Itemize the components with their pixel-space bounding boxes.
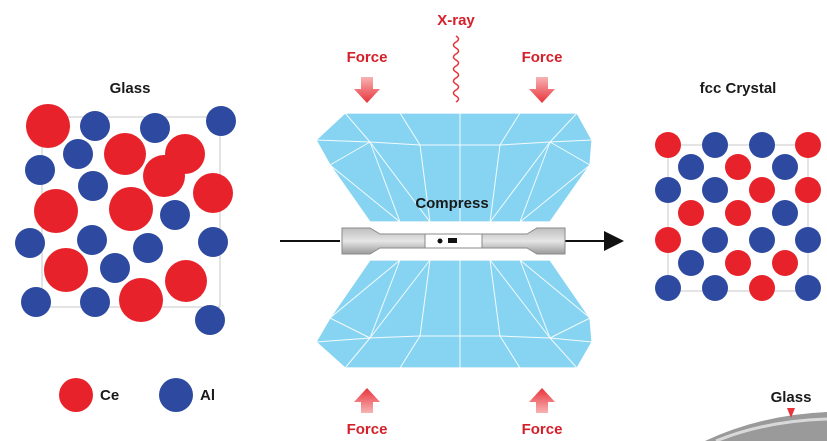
ce-atom <box>165 260 207 302</box>
compress-label: Compress <box>415 195 488 212</box>
al-atom <box>702 132 728 158</box>
ce-atom <box>795 132 821 158</box>
ce-atom <box>772 250 798 276</box>
glass-structure: Glass <box>15 80 236 335</box>
legend-ce-swatch <box>59 378 93 412</box>
crystal-cell-frame <box>667 144 809 292</box>
al-atom <box>15 228 45 258</box>
al-atom <box>63 139 93 169</box>
force-top-right: Force <box>522 49 563 103</box>
glass-pointer-icon <box>787 408 795 418</box>
force-label: Force <box>522 421 563 438</box>
xray-beam: X-ray <box>437 12 475 103</box>
ce-atom <box>109 187 153 231</box>
al-atom <box>140 113 170 143</box>
crystal-atoms <box>655 132 821 301</box>
al-atom <box>78 171 108 201</box>
al-atom <box>795 275 821 301</box>
al-atom <box>749 132 775 158</box>
ce-atom <box>193 173 233 213</box>
al-atom <box>25 155 55 185</box>
legend-al-swatch <box>159 378 193 412</box>
force-label: Force <box>522 49 563 66</box>
ce-atom <box>655 132 681 158</box>
ce-atom <box>725 200 751 226</box>
force-down-arrow-icon <box>354 77 380 103</box>
al-atom <box>195 305 225 335</box>
ce-atom <box>795 177 821 203</box>
al-atom <box>749 227 775 253</box>
sample-chamber <box>448 238 457 243</box>
sample-dot <box>437 238 443 244</box>
al-atom <box>795 227 821 253</box>
glass-atoms <box>15 104 236 335</box>
force-bottom-right: Force <box>522 388 563 438</box>
al-atom <box>80 111 110 141</box>
fcc-crystal-structure: fcc Crystal <box>655 80 821 301</box>
ce-atom <box>104 133 146 175</box>
force-down-arrow-icon <box>529 77 555 103</box>
ce-atom <box>44 248 88 292</box>
al-atom <box>678 250 704 276</box>
top-diamond <box>315 112 593 223</box>
force-top-left: Force <box>347 49 388 103</box>
ce-atom <box>655 227 681 253</box>
al-atom <box>772 200 798 226</box>
fcc-crystal-label: fcc Crystal <box>700 80 777 97</box>
force-up-arrow-icon <box>529 388 555 413</box>
al-atom <box>772 154 798 180</box>
ce-atom <box>143 155 185 197</box>
ce-atom <box>34 189 78 233</box>
al-atom <box>160 200 190 230</box>
ce-atom <box>749 275 775 301</box>
al-atom <box>133 233 163 263</box>
force-label: Force <box>347 49 388 66</box>
al-atom <box>655 275 681 301</box>
xray-label: X-ray <box>437 12 475 29</box>
al-atom <box>100 253 130 283</box>
al-atom <box>702 177 728 203</box>
ce-atom <box>678 200 704 226</box>
al-atom <box>206 106 236 136</box>
legend-al-label: Al <box>200 387 215 404</box>
ce-atom <box>725 250 751 276</box>
glass-sphere-label: Glass <box>771 389 812 406</box>
ce-atom <box>725 154 751 180</box>
al-atom <box>77 225 107 255</box>
glass-sphere-partial: Glass <box>705 389 827 441</box>
legend: Ce Al <box>59 378 215 412</box>
xray-wave-icon <box>452 35 460 103</box>
al-atom <box>80 287 110 317</box>
al-atom <box>21 287 51 317</box>
al-atom <box>702 227 728 253</box>
ce-atom <box>119 278 163 322</box>
al-atom <box>198 227 228 257</box>
gasket <box>341 227 566 255</box>
force-label: Force <box>347 421 388 438</box>
glass-label: Glass <box>110 80 151 97</box>
legend-ce-label: Ce <box>100 387 119 404</box>
bottom-diamond <box>315 259 593 369</box>
al-atom <box>655 177 681 203</box>
force-bottom-left: Force <box>347 388 388 438</box>
ce-atom <box>26 104 70 148</box>
al-atom <box>702 275 728 301</box>
ce-atom <box>749 177 775 203</box>
al-atom <box>678 154 704 180</box>
force-up-arrow-icon <box>354 388 380 413</box>
